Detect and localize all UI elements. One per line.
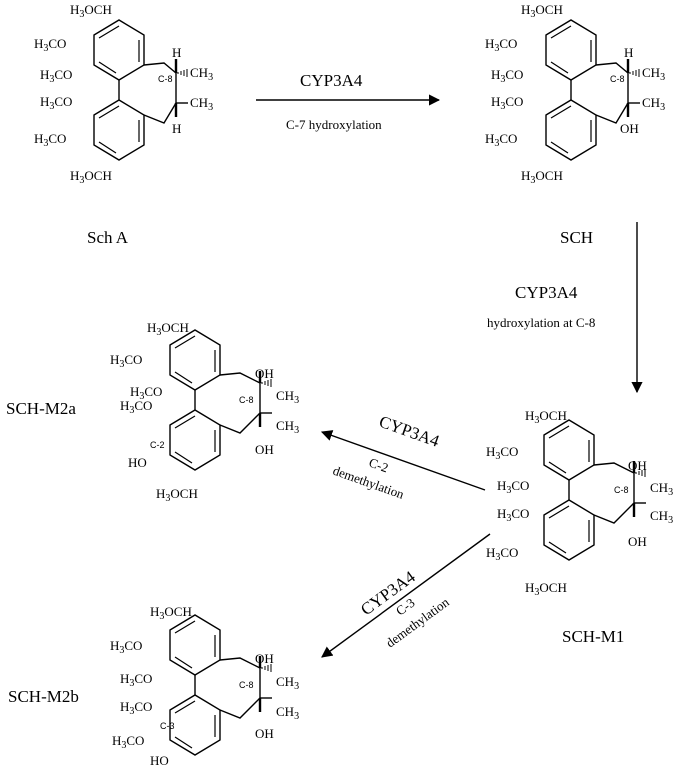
structure-sch-a — [93, 19, 188, 161]
sch-m2b-substituents: H3OCH H3CO H3CO H3CO H3CO C-3 HO OH OH C… — [110, 604, 299, 768]
svg-text:OH: OH — [628, 458, 647, 473]
svg-text:OH: OH — [255, 651, 274, 666]
svg-text:C-8: C-8 — [610, 74, 625, 84]
svg-text:H3CO: H3CO — [120, 699, 152, 717]
svg-text:CH3: CH3 — [276, 674, 299, 692]
compound-name-sch-m1: SCH-M1 — [562, 627, 624, 646]
svg-text:H3OCH: H3OCH — [150, 604, 192, 622]
reaction-arrow-r4 — [321, 533, 491, 658]
reaction-r1-enzyme: CYP3A4 — [300, 71, 363, 90]
svg-text:H3CO: H3CO — [497, 506, 529, 524]
structure-sch-m2b — [169, 614, 272, 756]
svg-text:CH3: CH3 — [650, 508, 673, 526]
sch-substituents: H3OCH H3CO H3CO H3CO H3CO H3OCH H OH C-8… — [485, 2, 665, 186]
svg-text:HO: HO — [150, 753, 169, 768]
svg-text:H3CO: H3CO — [491, 94, 523, 112]
svg-text:H: H — [624, 45, 633, 60]
reaction-r2-enzyme: CYP3A4 — [515, 283, 578, 302]
svg-text:H3OCH: H3OCH — [521, 168, 563, 186]
compound-name-sch-m2a: SCH-M2a — [6, 399, 76, 418]
svg-text:OH: OH — [628, 534, 647, 549]
svg-text:H: H — [172, 45, 181, 60]
svg-text:CH3: CH3 — [642, 95, 665, 113]
svg-text:H3CO: H3CO — [110, 352, 142, 370]
svg-text:H3OCH: H3OCH — [156, 486, 198, 504]
svg-text:H3CO: H3CO — [34, 131, 66, 149]
svg-text:C-3: C-3 — [160, 721, 175, 731]
reaction-r3-enzyme: CYP3A4 — [377, 412, 443, 451]
svg-text:CH3: CH3 — [276, 388, 299, 406]
svg-text:CH3: CH3 — [190, 95, 213, 113]
svg-text:H3CO: H3CO — [497, 478, 529, 496]
svg-text:H3CO: H3CO — [491, 67, 523, 85]
structure-sch-m2a — [169, 329, 272, 471]
svg-text:H: H — [172, 121, 181, 136]
svg-text:H3OCH: H3OCH — [147, 320, 189, 338]
svg-text:H3OCH: H3OCH — [521, 2, 563, 20]
reaction-r4-line2: demethylation — [383, 594, 452, 650]
svg-text:CH3: CH3 — [276, 704, 299, 722]
reaction-r2-description: hydroxylation at C-8 — [487, 315, 595, 330]
svg-text:H3CO: H3CO — [485, 131, 517, 149]
svg-text:C-8: C-8 — [158, 74, 173, 84]
compound-name-sch-a: Sch A — [87, 228, 129, 247]
svg-text:H3CO: H3CO — [120, 671, 152, 689]
svg-text:OH: OH — [255, 442, 274, 457]
svg-text:OH: OH — [255, 726, 274, 741]
svg-text:CH3: CH3 — [650, 480, 673, 498]
svg-text:C-2: C-2 — [150, 440, 165, 450]
svg-text:CH3: CH3 — [276, 418, 299, 436]
svg-text:H3OCH: H3OCH — [525, 408, 567, 426]
svg-text:H3CO: H3CO — [485, 36, 517, 54]
svg-text:OH: OH — [255, 366, 274, 381]
sch-a-methoxy-top: H3OCH — [70, 2, 112, 20]
svg-text:C-8: C-8 — [239, 680, 254, 690]
svg-text:H3CO: H3CO — [486, 545, 518, 563]
reaction-arrow-r3 — [320, 430, 486, 491]
svg-text:HO: HO — [128, 455, 147, 470]
svg-text:H3CO: H3CO — [130, 384, 162, 402]
svg-text:CH3: CH3 — [190, 65, 213, 83]
structure-sch — [545, 19, 640, 161]
svg-text:H3CO: H3CO — [112, 733, 144, 751]
reaction-r1-description: C-7 hydroxylation — [286, 117, 382, 132]
svg-text:H3CO: H3CO — [40, 94, 72, 112]
svg-text:H3OCH: H3OCH — [525, 580, 567, 598]
svg-text:H3OCH: H3OCH — [70, 168, 112, 186]
sch-m2a-substituents: H3OCH H3CO H3CO H3CO C-2 HO H3OCH OH OH … — [110, 320, 299, 504]
compound-name-sch: SCH — [560, 228, 593, 247]
structure-sch-m1 — [543, 419, 646, 561]
svg-text:C-8: C-8 — [614, 485, 629, 495]
svg-text:H3CO: H3CO — [34, 36, 66, 54]
svg-text:H3CO: H3CO — [110, 638, 142, 656]
svg-text:CH3: CH3 — [642, 65, 665, 83]
svg-text:H3CO: H3CO — [40, 67, 72, 85]
svg-text:H3CO: H3CO — [486, 444, 518, 462]
compound-name-sch-m2b: SCH-M2b — [8, 687, 79, 706]
svg-text:OH: OH — [620, 121, 639, 136]
reaction-r3-line1: C-2 — [367, 455, 390, 476]
svg-text:H3CO: H3CO — [120, 398, 152, 416]
svg-text:C-8: C-8 — [239, 395, 254, 405]
sch-a-substituents: H3OCH H3CO H3CO H3CO H3CO H3OCH H H C-8 … — [34, 2, 213, 186]
